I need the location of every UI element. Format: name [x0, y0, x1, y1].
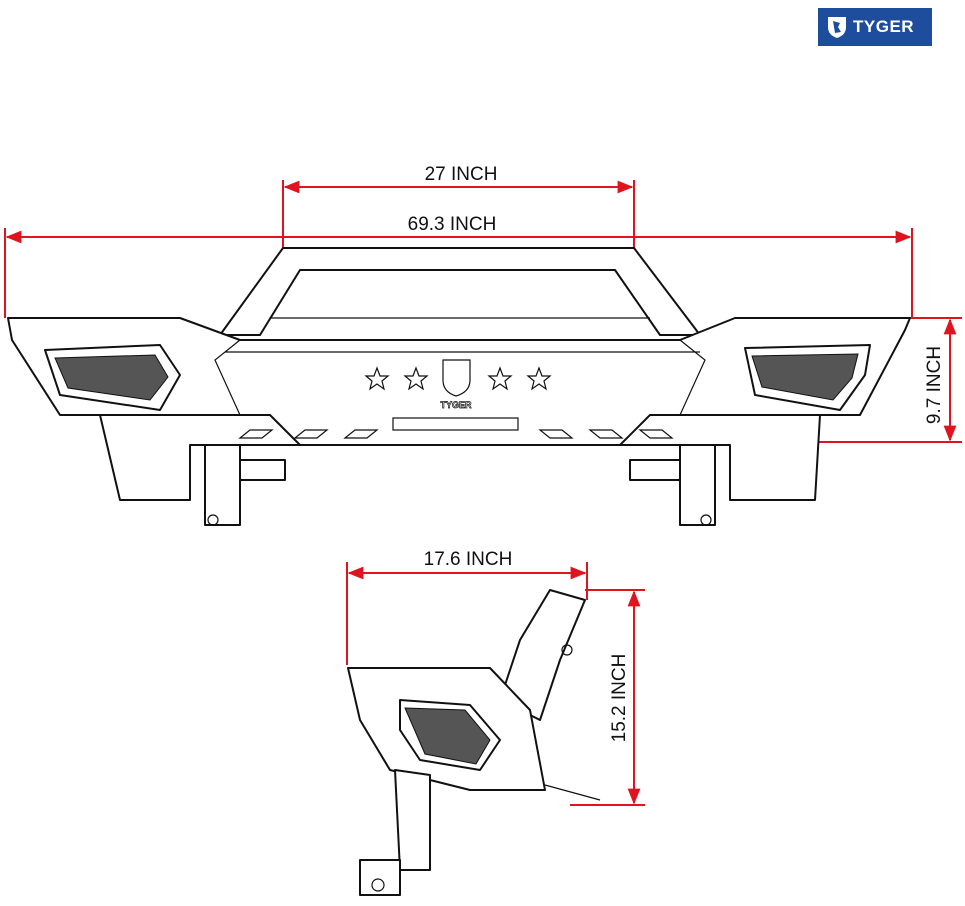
dimension-label: 9.7 INCH: [924, 346, 945, 424]
dimension-label: 27 INCH: [425, 164, 498, 185]
dimension-9-7-inch: 9.7 INCH: [780, 317, 962, 443]
bumper-front-view: TYGER: [7, 247, 911, 526]
logo-text: TYGER: [853, 17, 915, 36]
dimension-15-2-inch: 15.2 INCH: [570, 589, 645, 806]
dimension-label: 17.6 INCH: [424, 549, 513, 570]
dimension-69-3-inch: 69.3 INCH: [4, 214, 913, 318]
dimension-label: 69.3 INCH: [408, 214, 497, 235]
shield-icon: [828, 17, 846, 38]
bumper-side-view: [347, 589, 601, 896]
dimension-17-6-inch: 17.6 INCH: [346, 549, 588, 665]
tiger-emblem-icon: [442, 359, 471, 397]
tyger-logo: TYGER: [818, 8, 932, 46]
dimension-label: 15.2 INCH: [609, 654, 630, 743]
star-icons: [364, 366, 552, 391]
bumper-emblem-text: TYGER: [440, 400, 472, 410]
